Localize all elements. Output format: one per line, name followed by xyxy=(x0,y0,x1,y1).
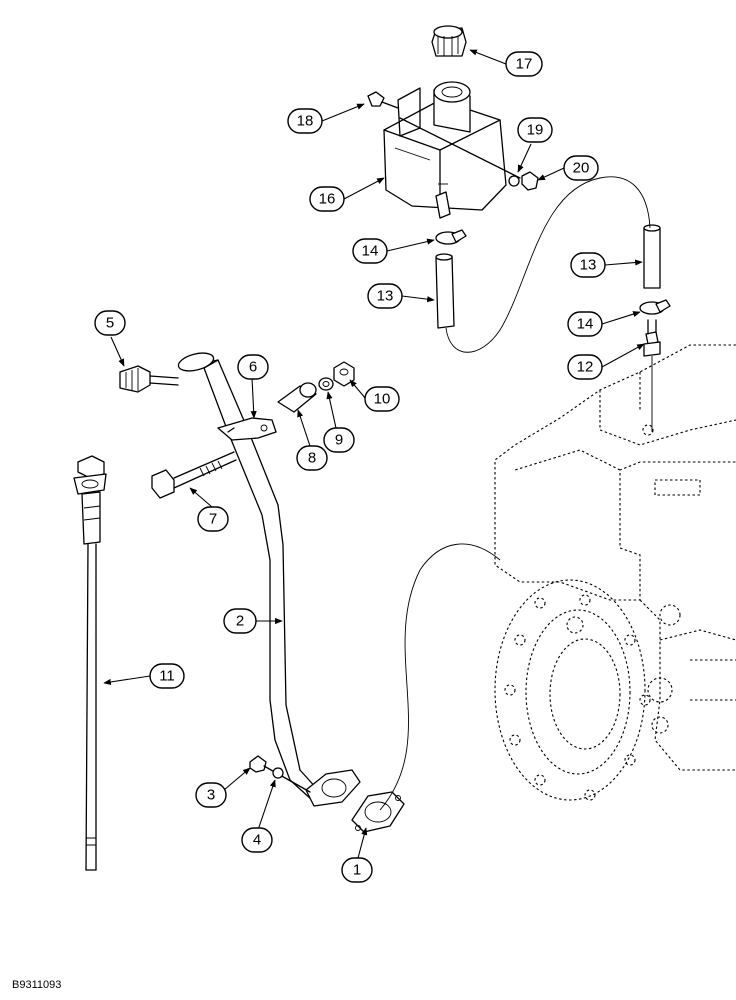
housing-flange xyxy=(494,579,651,801)
callout-14-left: 14 xyxy=(352,238,388,264)
svg-text:1: 1 xyxy=(353,862,361,879)
callout-leaders xyxy=(103,49,645,859)
svg-text:19: 19 xyxy=(527,122,544,139)
svg-text:7: 7 xyxy=(209,511,217,528)
callout-9: 9 xyxy=(323,427,355,453)
flange-routing xyxy=(379,543,501,811)
tube-flange xyxy=(305,769,361,807)
svg-text:10: 10 xyxy=(374,391,391,408)
callout-4: 4 xyxy=(241,827,273,853)
hose-right xyxy=(643,224,661,289)
dipstick xyxy=(73,455,107,871)
svg-text:14: 14 xyxy=(577,316,594,333)
washer xyxy=(318,377,334,391)
bracket-washer xyxy=(508,175,520,187)
callout-19: 19 xyxy=(517,117,553,143)
reservoir xyxy=(383,81,521,219)
callout-18: 18 xyxy=(287,108,323,134)
callout-16: 16 xyxy=(309,186,345,212)
callout-8: 8 xyxy=(296,445,328,471)
nut xyxy=(333,361,355,387)
spacer xyxy=(277,382,317,413)
hose-left xyxy=(435,253,455,329)
svg-text:13: 13 xyxy=(377,288,394,305)
callout-3: 3 xyxy=(195,782,227,808)
svg-text:2: 2 xyxy=(236,613,244,630)
clamp-left xyxy=(435,229,467,245)
svg-text:4: 4 xyxy=(253,832,261,849)
svg-text:3: 3 xyxy=(207,787,215,804)
tube-bracket xyxy=(217,417,277,441)
callout-20: 20 xyxy=(563,155,599,181)
svg-text:17: 17 xyxy=(516,56,533,73)
svg-text:12: 12 xyxy=(577,359,594,376)
callout-17: 17 xyxy=(505,51,543,77)
callout-13-upper: 13 xyxy=(570,252,606,278)
bracket-screw xyxy=(367,91,399,109)
filler-tube xyxy=(177,352,319,801)
svg-text:9: 9 xyxy=(335,432,343,449)
callout-6: 6 xyxy=(237,354,269,380)
elbow-fitting xyxy=(119,365,179,393)
gasket xyxy=(351,791,405,833)
callout-10: 10 xyxy=(364,386,400,412)
callout-7: 7 xyxy=(197,506,229,532)
hose-fitting xyxy=(643,319,661,357)
svg-text:11: 11 xyxy=(159,668,175,685)
hose-routing xyxy=(445,176,651,353)
callout-12: 12 xyxy=(567,354,603,380)
figure-reference: B9311093 xyxy=(12,979,61,991)
svg-text:5: 5 xyxy=(106,315,114,332)
callout-14-right: 14 xyxy=(567,311,603,337)
svg-text:13: 13 xyxy=(580,257,597,274)
bracket-nut xyxy=(521,171,539,191)
callout-13-lower: 13 xyxy=(367,283,403,309)
svg-text:8: 8 xyxy=(308,450,316,467)
clamp-right xyxy=(639,299,671,315)
svg-text:14: 14 xyxy=(362,243,379,260)
svg-text:6: 6 xyxy=(249,359,257,376)
callout-2: 2 xyxy=(223,608,257,634)
flange-washer xyxy=(272,767,284,779)
reservoir-cap xyxy=(431,25,467,57)
transmission-housing xyxy=(494,344,736,801)
bolt xyxy=(151,451,237,499)
callout-5: 5 xyxy=(94,310,126,336)
svg-text:18: 18 xyxy=(297,113,314,130)
svg-text:16: 16 xyxy=(319,191,336,208)
callout-1: 1 xyxy=(341,857,373,883)
svg-text:20: 20 xyxy=(573,160,590,177)
callout-11: 11 xyxy=(149,663,185,689)
